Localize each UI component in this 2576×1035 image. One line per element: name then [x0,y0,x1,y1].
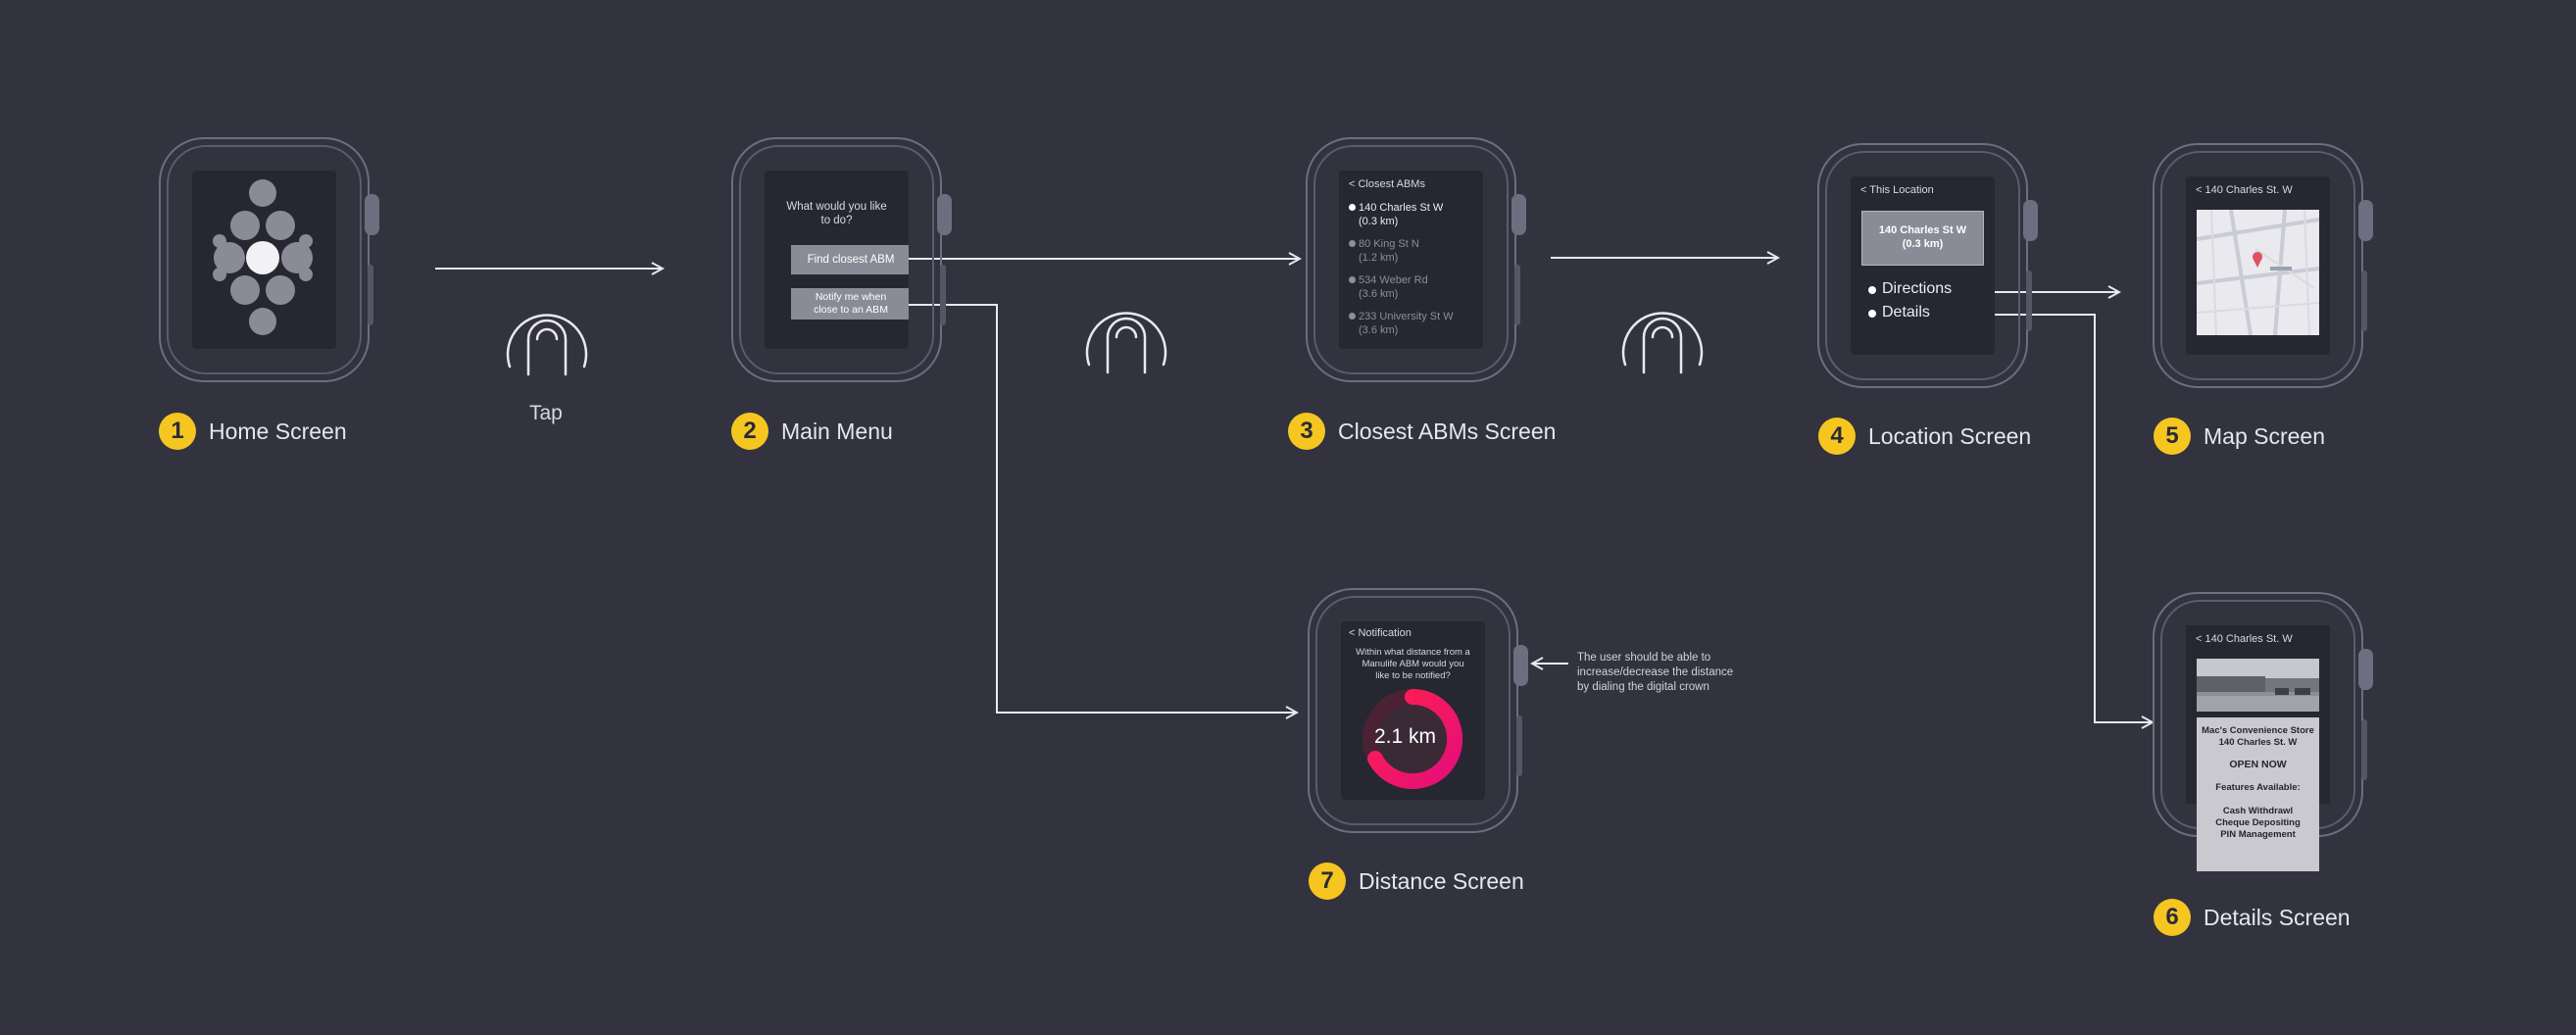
step-label: Details Screen [2204,905,2351,931]
find-closest-abm-button[interactable]: Find closest ABM [791,245,909,274]
step-badge: 6 [2154,899,2191,936]
map-view[interactable] [2197,210,2319,335]
abm-list-item[interactable]: 233 University St W(3.6 km) [1359,310,1454,337]
back-title[interactable]: < Closest ABMs [1349,178,1425,190]
tap-gesture-icon-2 [1087,314,1165,372]
tap-gesture-icon-3 [1623,314,1702,372]
store-details-panel: Mac's Convenience Store 140 Charles St. … [2197,717,2319,871]
distance-screen: < Notification Within what distance from… [1341,621,1485,800]
location-screen: < This Location 140 Charles St W(0.3 km)… [1851,176,1995,355]
back-title[interactable]: < 140 Charles St. W [2196,184,2293,196]
step-badge: 2 [731,413,768,450]
back-title[interactable]: < Notification [1349,627,1412,639]
watch-home [159,137,370,382]
digital-crown [365,194,379,235]
location-summary: 140 Charles St W(0.3 km) [1861,211,1984,266]
step-label: Distance Screen [1359,868,1524,895]
step-5: 5 Map Screen [2154,418,2325,455]
main-menu-screen: What would you like to do? Find closest … [765,171,909,349]
watch-main-menu: What would you like to do? Find closest … [731,137,942,382]
step-label: Main Menu [781,419,893,445]
arrow-notify-to-distance [892,305,1297,713]
step-1: 1 Home Screen [159,413,347,450]
storefront-photo [2197,659,2319,712]
step-badge: 5 [2154,418,2191,455]
details-screen: < 140 Charles St. W Mac's Convenience St… [2186,625,2330,804]
home-screen [192,171,336,349]
watch-map: < 140 Charles St. W [2153,143,2363,388]
crown-annotation: The user should be able to increase/decr… [1577,651,1746,695]
menu-question: What would you like to do? [765,200,909,227]
step-badge: 4 [1818,418,1856,455]
notification-question: Within what distance from a Manulife ABM… [1341,647,1485,682]
step-3: 3 Closest ABMs Screen [1288,413,1556,450]
step-label: Map Screen [2204,423,2325,450]
store-name: Mac's Convenience Store [2197,725,2319,737]
details-option[interactable]: Details [1882,304,1930,321]
step-badge: 1 [159,413,196,450]
watch-details: < 140 Charles St. W Mac's Convenience St… [2153,592,2363,837]
abm-list-item[interactable]: 534 Weber Rd(3.6 km) [1359,273,1428,301]
abm-list-item[interactable]: 140 Charles St W(0.3 km) [1359,201,1443,228]
directions-option[interactable]: Directions [1882,280,1952,298]
step-badge: 7 [1309,862,1346,900]
distance-value: 2.1 km [1374,725,1436,749]
open-status: OPEN NOW [2197,759,2319,770]
closest-abms-screen: < Closest ABMs 140 Charles St W(0.3 km) … [1339,171,1483,349]
step-label: Closest ABMs Screen [1338,419,1556,445]
feature-item: PIN Management [2197,829,2319,841]
notify-abm-button[interactable]: Notify me when close to an ABM [791,288,909,320]
watch-distance: < Notification Within what distance from… [1308,588,1518,833]
step-6: 6 Details Screen [2154,899,2351,936]
watch-closest-abms: < Closest ABMs 140 Charles St W(0.3 km) … [1306,137,1516,382]
app-honeycomb-icon [192,171,336,349]
digital-crown [937,194,952,235]
step-4: 4 Location Screen [1818,418,2031,455]
digital-crown [1511,194,1526,235]
step-2: 2 Main Menu [731,413,893,450]
digital-crown [2358,649,2373,690]
store-address: 140 Charles St. W [2197,737,2319,749]
step-7: 7 Distance Screen [1309,862,1524,900]
step-label: Location Screen [1868,423,2031,450]
back-title[interactable]: < This Location [1860,184,1934,196]
digital-crown[interactable] [1513,645,1528,686]
map-screen: < 140 Charles St. W [2186,176,2330,355]
step-label: Home Screen [209,419,347,445]
digital-crown [2023,200,2038,241]
tap-gesture-icon-1 [508,316,586,374]
back-title[interactable]: < 140 Charles St. W [2196,633,2293,645]
abm-list-item[interactable]: 80 King St N(1.2 km) [1359,237,1419,265]
tap-label: Tap [529,402,563,425]
feature-item: Cash Withdrawl [2197,806,2319,817]
features-title: Features Available: [2197,782,2319,794]
watch-location: < This Location 140 Charles St W(0.3 km)… [1817,143,2028,388]
feature-item: Cheque Depositing [2197,817,2319,829]
digital-crown [2358,200,2373,241]
step-badge: 3 [1288,413,1325,450]
